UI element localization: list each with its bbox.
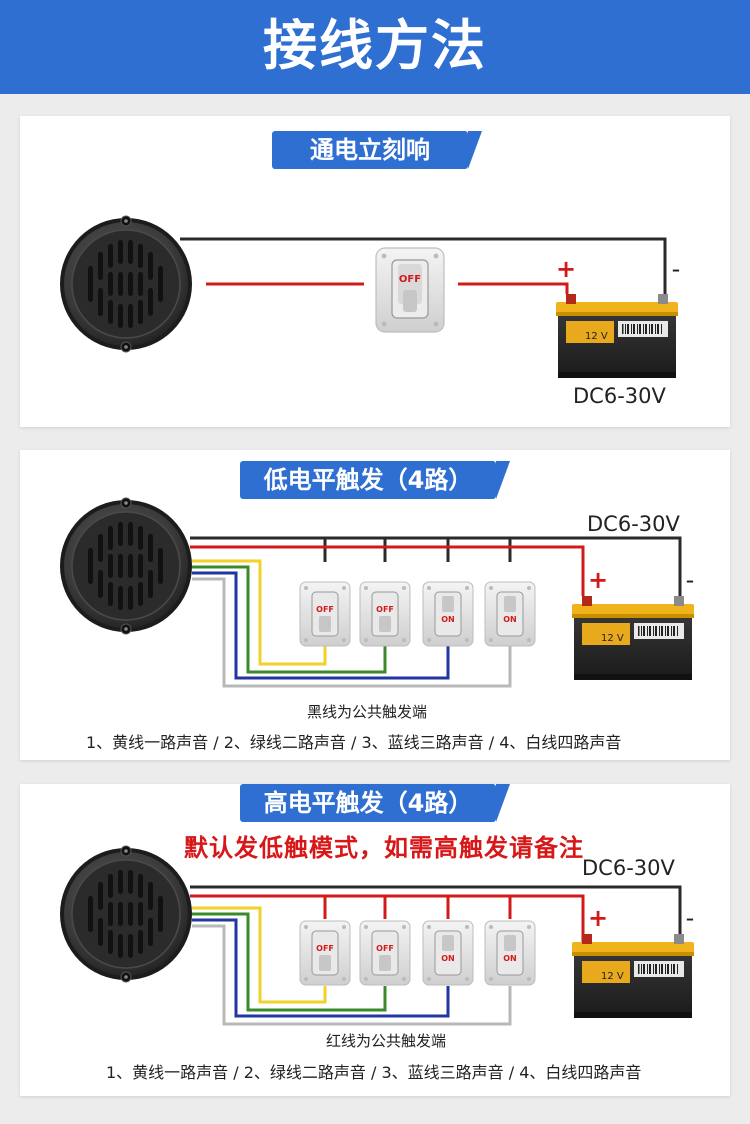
panel-low-level-trigger: 低电平触发（4路） DC6-30V OFF OFF ON ON (20, 450, 730, 760)
wire-red (190, 894, 585, 944)
battery-label: 12 V (601, 633, 624, 644)
battery-icon (572, 934, 694, 1018)
section-title-low-trigger: 低电平触发（4路） (240, 461, 510, 499)
wire-legend: 1、黄线一路声音 / 2、绿线二路声音 / 3、蓝线三路声音 / 4、白线四路声… (86, 733, 622, 752)
toggle-switch-1: OFF (299, 581, 351, 647)
panel-always-on: 通电立刻响 OFF 12 V + - DC6-30V (20, 116, 730, 427)
wire-green (192, 565, 387, 674)
voltage-label: DC6-30V (573, 384, 666, 408)
svg-text:OFF: OFF (316, 605, 334, 614)
section-title-high-trigger: 高电平触发（4路） (240, 784, 510, 822)
minus-sign: - (672, 255, 681, 283)
toggle-switch-4: ON (484, 581, 536, 647)
battery-icon (556, 294, 678, 378)
svg-text:OFF: OFF (376, 605, 394, 614)
wire-blue (192, 918, 450, 1018)
common-wire-note: 黑线为公共触发端 (307, 703, 428, 721)
battery-label: 12 V (585, 331, 608, 342)
wire-green (192, 912, 387, 1012)
svg-text:OFF: OFF (316, 944, 334, 953)
svg-text:OFF: OFF (376, 944, 394, 953)
minus-sign: - (686, 566, 695, 594)
wire-legend: 1、黄线一路声音 / 2、绿线二路声音 / 3、蓝线三路声音 / 4、白线四路声… (106, 1063, 642, 1082)
wire-yellow (192, 559, 327, 666)
toggle-switch-2: OFF (359, 581, 411, 647)
wiring-diagram-always-on: OFF 12 V + - (59, 215, 681, 378)
speaker-icon (59, 215, 193, 353)
page-title: 接线方法 (263, 14, 487, 77)
common-wire-note: 红线为公共触发端 (326, 1032, 447, 1050)
toggle-switch: OFF (375, 247, 445, 333)
svg-text:ON: ON (441, 615, 455, 624)
wire-blue (192, 571, 450, 680)
voltage-label: DC6-30V (587, 512, 680, 536)
plus-sign: + (588, 904, 608, 932)
svg-text:ON: ON (503, 615, 517, 624)
switch-label: OFF (399, 274, 421, 285)
svg-text:ON: ON (503, 954, 517, 963)
speaker-icon (59, 497, 193, 635)
battery-icon (572, 596, 694, 680)
wire-black (190, 885, 682, 944)
speaker-icon (59, 845, 193, 983)
voltage-label: DC6-30V (582, 856, 675, 880)
wiring-diagram-high-trigger: OFF OFF ON ON 12 V + - (59, 845, 695, 1026)
svg-text:ON: ON (441, 954, 455, 963)
toggle-switch-1: OFF (299, 920, 351, 986)
wire-white (192, 577, 512, 688)
wire-red (190, 545, 585, 596)
header-banner: 接线方法 (0, 0, 750, 94)
battery-label: 12 V (601, 971, 624, 982)
section-title-always-on: 通电立刻响 (272, 131, 482, 169)
plus-sign: + (588, 566, 608, 594)
wire-black (180, 237, 667, 294)
wire-yellow (192, 906, 327, 1004)
wiring-diagram-low-trigger: OFF OFF ON ON 12 V + - (59, 497, 695, 688)
panel-high-level-trigger: 高电平触发（4路） 默认发低触模式，如需高触发请备注 DC6-30V OFF O… (20, 784, 730, 1096)
mode-warning: 默认发低触模式，如需高触发请备注 (184, 834, 584, 862)
wire-red-right (458, 282, 569, 294)
wire-white (192, 924, 512, 1026)
toggle-switch-2: OFF (359, 920, 411, 986)
toggle-switch-4: ON (484, 920, 536, 986)
plus-sign: + (556, 255, 576, 283)
toggle-switch-3: ON (422, 920, 474, 986)
minus-sign: - (686, 904, 695, 932)
toggle-switch-3: ON (422, 581, 474, 647)
wire-black (190, 536, 682, 596)
